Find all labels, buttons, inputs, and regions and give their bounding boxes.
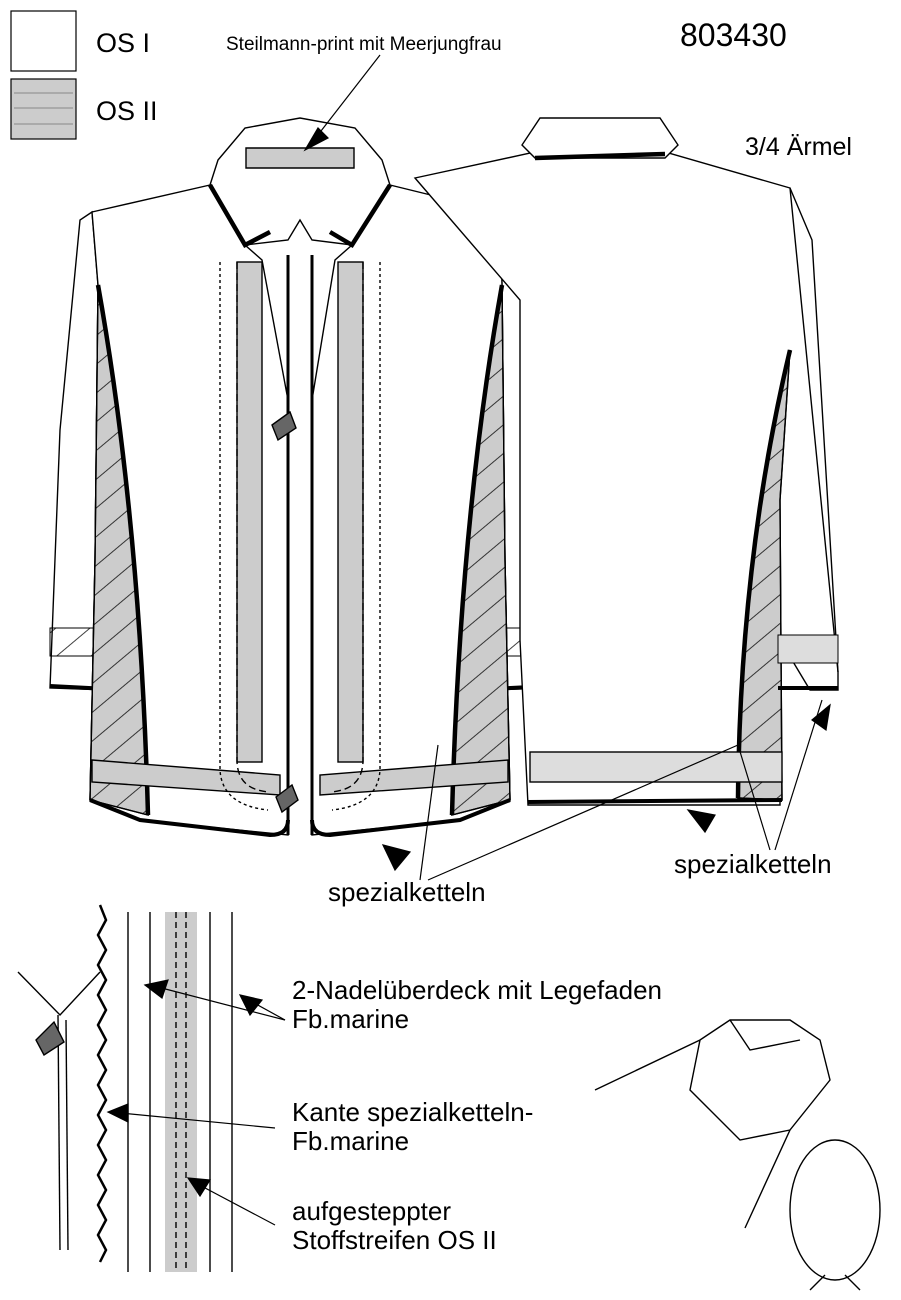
detail-note-strip-line1: aufgesteppter	[292, 1196, 452, 1226]
edge-stitch	[96, 904, 108, 1263]
legend-label-os1: OS I	[96, 28, 151, 58]
detail-note-overlock-line2: Fb.marine	[292, 1004, 410, 1035]
detail-note-edge: Kante spezialketteln- Fb.marine	[292, 1097, 534, 1157]
detail-note-overlock-line1: 2-Nadelüberdeck mit Legefaden	[292, 975, 663, 1005]
spezialketteln-front-label: spezialketteln	[328, 877, 486, 907]
legend-swatch-os1	[10, 10, 77, 72]
spezialketteln-back-label: spezialketteln	[674, 849, 832, 879]
detail-note-edge-line1: Kante spezialketteln-	[292, 1097, 534, 1127]
annotation-arrows	[106, 54, 831, 1226]
sleeve-note: 3/4 Ärmel	[745, 133, 852, 161]
loop-sketch	[789, 1139, 881, 1281]
detail-note-strip: aufgesteppter Stoffstreifen OS II	[292, 1196, 497, 1256]
detail-view	[17, 904, 233, 1272]
detail-note-edge-line2: Fb.marine	[292, 1126, 410, 1157]
back-jacket	[413, 117, 839, 806]
detail-note-strip-line2: Stoffstreifen OS II	[292, 1225, 497, 1256]
legend-label-os2: OS II	[96, 96, 158, 126]
style-number: 803430	[680, 17, 787, 53]
collar-sketch	[594, 1019, 881, 1291]
print-note: Steilmann-print mit Meerjungfrau	[226, 34, 502, 55]
detail-note-overlock: 2-Nadelüberdeck mit Legefaden Fb.marine	[292, 975, 663, 1035]
legend-swatch-os2	[10, 78, 77, 140]
